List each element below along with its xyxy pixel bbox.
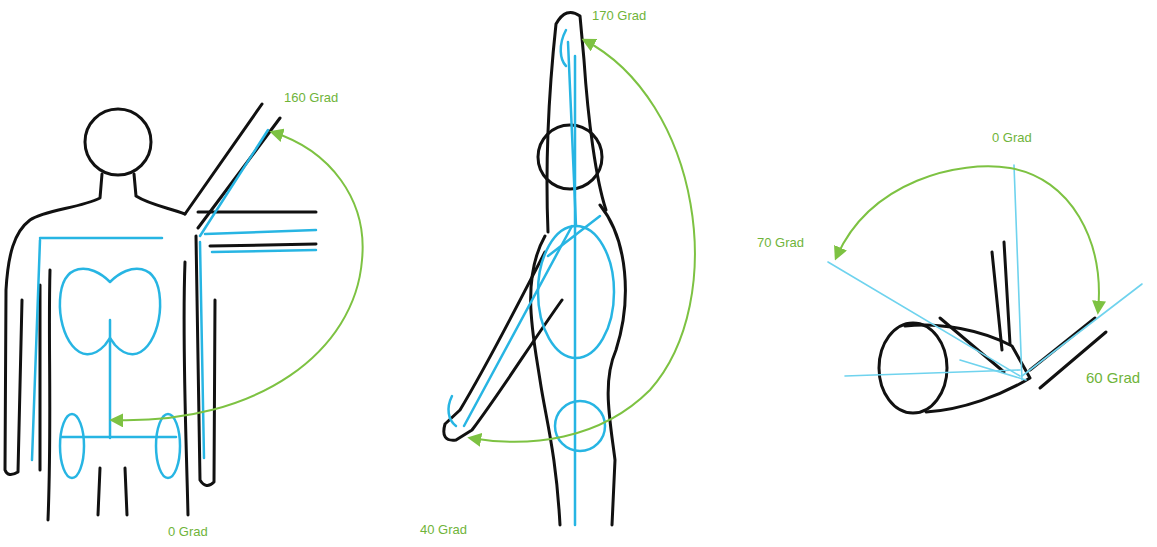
rotation-arc — [836, 166, 1099, 312]
front-skeleton — [200, 242, 204, 458]
front-skeleton — [205, 230, 316, 234]
front-body-outline — [39, 285, 42, 470]
top-body-outline — [1004, 242, 1010, 344]
front-body-outline — [134, 174, 185, 214]
front-body-outline — [184, 262, 188, 515]
side-body-outline — [547, 12, 606, 232]
side-skeleton — [464, 226, 572, 426]
top-skeleton — [1014, 165, 1022, 380]
side-skeleton — [548, 216, 600, 256]
front-body-outline — [125, 468, 127, 515]
top-body-outline — [905, 325, 1030, 412]
front-skeleton — [40, 237, 162, 240]
side-skeleton — [538, 226, 614, 358]
top-body-outline — [879, 242, 1106, 413]
flexion-extension-arc — [470, 40, 695, 442]
top-skeleton — [1022, 284, 1142, 376]
side-skeleton — [568, 42, 576, 226]
angle-label: 70 Grad — [757, 235, 804, 251]
front-skeleton — [62, 436, 176, 439]
front-skeleton — [109, 320, 112, 438]
front-body-outline — [5, 174, 102, 475]
angle-label: 60 Grad — [1086, 369, 1140, 387]
side-body-outline — [444, 12, 626, 525]
top-skeleton — [960, 360, 1026, 380]
front-body-outline — [196, 236, 215, 486]
side-skeleton — [561, 30, 566, 66]
side-skeleton — [449, 30, 614, 525]
front-body-outline — [48, 270, 50, 520]
front-skeleton — [156, 414, 180, 478]
front-body-outline — [5, 104, 316, 520]
front-skeleton — [32, 240, 40, 460]
abduction-arc — [112, 132, 363, 420]
front-body-outline — [98, 468, 100, 515]
top-skeleton — [828, 262, 1020, 376]
top-body-outline — [879, 323, 947, 413]
angle-label: 40 Grad — [420, 522, 467, 538]
angle-label: 170 Grad — [592, 8, 646, 24]
front-body-outline — [210, 244, 316, 246]
side-body-outline — [600, 205, 625, 525]
front-skeleton — [200, 130, 268, 236]
side-skeleton — [574, 56, 577, 525]
angle-label: 0 Grad — [992, 130, 1032, 146]
side-body-outline — [444, 252, 562, 440]
angle-label: 160 Grad — [284, 90, 338, 106]
front-skeleton — [60, 414, 84, 478]
front-skeleton — [32, 130, 316, 478]
side-body-outline — [531, 236, 560, 525]
front-skeleton — [212, 250, 316, 252]
top-body-outline — [992, 252, 1002, 350]
top-skeleton — [828, 165, 1142, 380]
angle-label: 0 Grad — [168, 524, 208, 540]
side-skeleton — [449, 396, 456, 426]
front-body-outline — [85, 109, 151, 175]
